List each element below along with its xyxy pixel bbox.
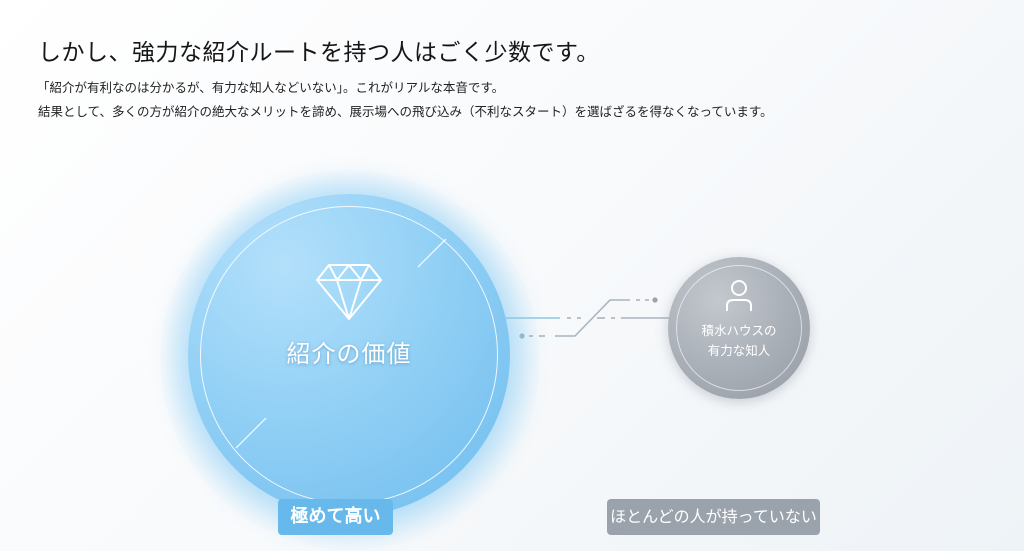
diamond-icon [316, 264, 382, 320]
friend-label-line-1: 積水ハウスの [701, 323, 777, 338]
inner-ring [676, 265, 802, 391]
referral-value-node: 紹介の価値 [188, 194, 510, 516]
decorative-ticks [235, 238, 447, 449]
person-icon [726, 280, 752, 311]
broken-link-connector [505, 297, 670, 339]
friend-label-line-2: 有力な知人 [707, 343, 771, 358]
page-title: しかし、強力な紹介ルートを持つ人はごく少数です。 [38, 40, 600, 66]
subtitle-line-2: 結果として、多くの方が紹介の絶大なメリットを諦め、展示場への飛び込み（不利なスタ… [38, 104, 773, 119]
value-badge: 極めて高い [278, 499, 393, 535]
influential-friend-label: 積水ハウスの 有力な知人 [668, 321, 810, 361]
referral-value-label: 紹介の価値 [286, 340, 412, 368]
friend-badge: ほとんどの人が持っていない [607, 499, 820, 535]
subtitle-line-1: 「紹介が有利なのは分かるが、有力な知人などいない」。これがリアルな本音です。 [37, 80, 505, 95]
influential-friend-node: 積水ハウスの 有力な知人 [668, 257, 810, 399]
